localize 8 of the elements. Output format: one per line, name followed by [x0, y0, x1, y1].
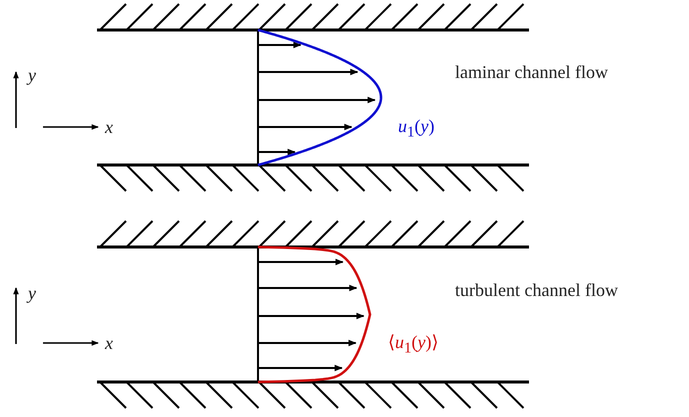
- axis-label: y: [28, 65, 36, 85]
- velocity-label: ⟨u$_{1}$(y)⟩: [388, 332, 439, 359]
- channel-title: turbulent channel flow: [455, 280, 618, 300]
- velocity-label: u$_{1}$(y): [398, 116, 434, 143]
- axis-label: x: [105, 333, 113, 353]
- axis-label: y: [28, 283, 36, 303]
- channel-title: laminar channel flow: [455, 62, 608, 82]
- axis-label: x: [105, 117, 113, 137]
